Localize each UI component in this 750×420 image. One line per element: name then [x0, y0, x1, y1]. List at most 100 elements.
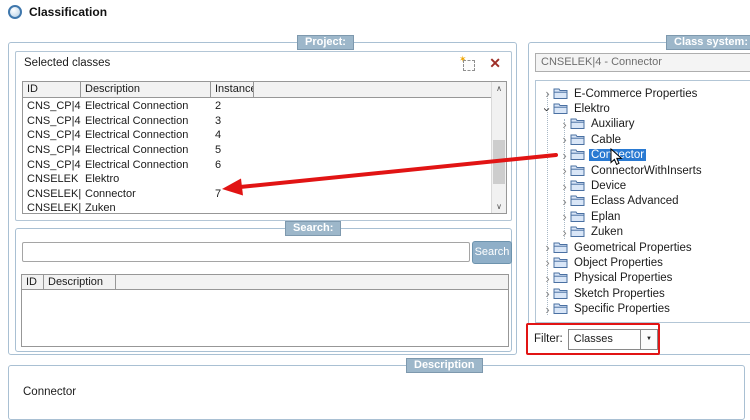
folder-icon — [553, 288, 568, 299]
vertical-scrollbar[interactable]: ∧ ∨ — [491, 82, 506, 213]
description-text: Connector — [23, 386, 77, 398]
tree-item-geometrical-properties[interactable]: › Geometrical Properties — [536, 240, 750, 255]
cell-description: Electrical Connection — [85, 100, 189, 113]
cell-instance: 2 — [215, 100, 222, 113]
chevron-right-icon[interactable]: › — [562, 209, 567, 225]
scroll-down-icon[interactable]: ∨ — [496, 202, 502, 211]
table-header: ID Description Instance — [23, 82, 506, 98]
folder-icon — [553, 242, 568, 253]
new-entry-icon[interactable]: ✶ — [459, 54, 475, 71]
scroll-up-icon[interactable]: ∧ — [496, 84, 502, 93]
table-row[interactable]: CNS_CP|4|3 Electrical Connection 6 — [23, 157, 491, 172]
column-header-filler — [116, 275, 508, 289]
tree-item-specific-properties[interactable]: › Specific Properties — [536, 301, 750, 316]
selected-classes-rows: CNS_CP|4|3 Electrical Connection 2 CNS_C… — [23, 99, 491, 213]
tree-item-physical-properties[interactable]: › Physical Properties — [536, 271, 750, 286]
tree-item-sketch-properties[interactable]: › Sketch Properties — [536, 286, 750, 301]
chevron-right-icon[interactable]: › — [545, 286, 550, 302]
tree-item-label: Object Properties — [574, 256, 663, 269]
window-title-text: Classification — [29, 5, 108, 19]
cell-description: Electrical Connection — [85, 114, 189, 127]
table-row[interactable]: CNS_CP|4|3 Electrical Connection 2 — [23, 99, 491, 114]
column-header-id[interactable]: ID — [22, 275, 44, 289]
tree-item-elektro[interactable]: › Elektro — [536, 101, 750, 116]
chevron-right-icon[interactable]: › — [562, 147, 567, 163]
column-header-description[interactable]: Description — [44, 275, 116, 289]
chevron-right-icon[interactable]: › — [562, 163, 567, 179]
folder-icon — [553, 88, 568, 99]
cell-description: Electrical Connection — [85, 129, 189, 142]
cell-instance: 6 — [215, 158, 222, 171]
cell-id: CNSELEK|4 — [27, 187, 81, 200]
tree-item-cable[interactable]: › Cable — [536, 132, 750, 147]
tree-item-device[interactable]: › Device — [536, 178, 750, 193]
folder-icon — [570, 180, 585, 192]
cell-id: CNS_CP|4|3 — [27, 158, 81, 171]
cell-instance: 7 — [215, 187, 222, 200]
project-group: Project: Selected classes ✶ ✕ ID Descrip… — [8, 35, 517, 355]
cell-description: Connector — [85, 187, 136, 200]
tree-item-label: Geometrical Properties — [574, 241, 692, 254]
column-header-id[interactable]: ID — [23, 82, 81, 97]
search-button[interactable]: Search — [472, 241, 512, 264]
table-row[interactable]: CNSELEK|1 Zuken — [23, 201, 491, 213]
column-header-instance[interactable]: Instance — [211, 82, 254, 97]
selected-class-path-field[interactable]: CNSELEK|4 - Connector — [535, 53, 750, 72]
filter-annotation-box: Filter: Classes ▼ — [526, 323, 660, 355]
cell-id: CNS_CP|4|3 — [27, 100, 81, 113]
column-header-description[interactable]: Description — [81, 82, 211, 97]
tree-item-e-commerce-properties[interactable]: › E-Commerce Properties — [536, 86, 750, 101]
tree-item-label: Connector — [589, 149, 647, 162]
class-tree: › E-Commerce Properties › Elektro › Auxi… — [535, 80, 750, 323]
tree-item-label: Sketch Properties — [574, 287, 665, 300]
class-system-group: Class system: CNSELEK|4 - Connector › E-… — [526, 35, 750, 355]
tree-item-label: Device — [591, 180, 627, 193]
table-row[interactable]: CNSELEK Elektro — [23, 172, 491, 187]
tree-item-object-properties[interactable]: › Object Properties — [536, 255, 750, 270]
tree-item-eclass-advanced[interactable]: › Eclass Advanced — [536, 194, 750, 209]
chevron-right-icon[interactable]: › — [562, 193, 567, 209]
scrollbar-thumb[interactable] — [493, 140, 505, 184]
window-title: Classification — [8, 5, 107, 19]
folder-icon — [570, 118, 585, 130]
chevron-right-icon[interactable]: › — [545, 86, 550, 102]
filter-dropdown[interactable]: Classes ▼ — [567, 328, 658, 350]
tree-item-connector[interactable]: › Connector — [536, 148, 750, 163]
column-header-filler — [254, 82, 506, 97]
tree-item-auxiliary[interactable]: › Auxiliary — [536, 117, 750, 132]
delete-icon[interactable]: ✕ — [489, 55, 501, 71]
tree-item-zuken[interactable]: › Zuken — [536, 225, 750, 240]
table-row[interactable]: CNS_CP|4|3 Electrical Connection 4 — [23, 128, 491, 143]
tree-item-connectorwithinserts[interactable]: › ConnectorWithInserts — [536, 163, 750, 178]
cell-id: CNSELEK — [27, 173, 79, 186]
table-row[interactable]: CNS_CP|4|3 Electrical Connection 5 — [23, 143, 491, 158]
folder-icon — [553, 303, 568, 315]
folder-icon — [570, 149, 585, 161]
chevron-right-icon[interactable]: › — [545, 301, 550, 317]
tree-item-eplan[interactable]: › Eplan — [536, 209, 750, 224]
chevron-right-icon[interactable]: › — [562, 224, 567, 240]
search-group: Search: Search ID Description — [15, 221, 512, 352]
folder-icon — [570, 134, 585, 145]
cell-id: CNS_CP|4|3 — [27, 144, 81, 157]
chevron-right-icon[interactable]: › — [545, 270, 550, 286]
folder-icon — [570, 195, 585, 207]
tree-guide-line — [564, 119, 565, 239]
cell-description: Elektro — [85, 173, 120, 186]
tree-item-label: Eplan — [591, 210, 621, 223]
folder-icon — [570, 226, 585, 238]
search-input[interactable] — [22, 242, 470, 262]
chevron-right-icon[interactable]: › — [562, 116, 567, 132]
folder-icon — [553, 272, 568, 284]
chevron-down-icon[interactable]: › — [540, 106, 555, 112]
chevron-right-icon[interactable]: › — [562, 178, 567, 194]
description-group-label: Description — [406, 358, 483, 373]
table-row[interactable]: CNS_CP|4|3 Electrical Connection 3 — [23, 114, 491, 129]
chevron-right-icon[interactable]: › — [545, 255, 550, 271]
chevron-right-icon[interactable]: › — [562, 132, 567, 148]
table-row[interactable]: CNSELEK|4 Connector 7 — [23, 187, 491, 202]
chevron-down-icon[interactable]: ▼ — [640, 329, 657, 349]
tree-item-label: Physical Properties — [574, 272, 673, 285]
selected-classes-table: ID Description Instance CNS_CP|4|3 Elect… — [22, 81, 507, 214]
chevron-right-icon[interactable]: › — [545, 240, 550, 256]
